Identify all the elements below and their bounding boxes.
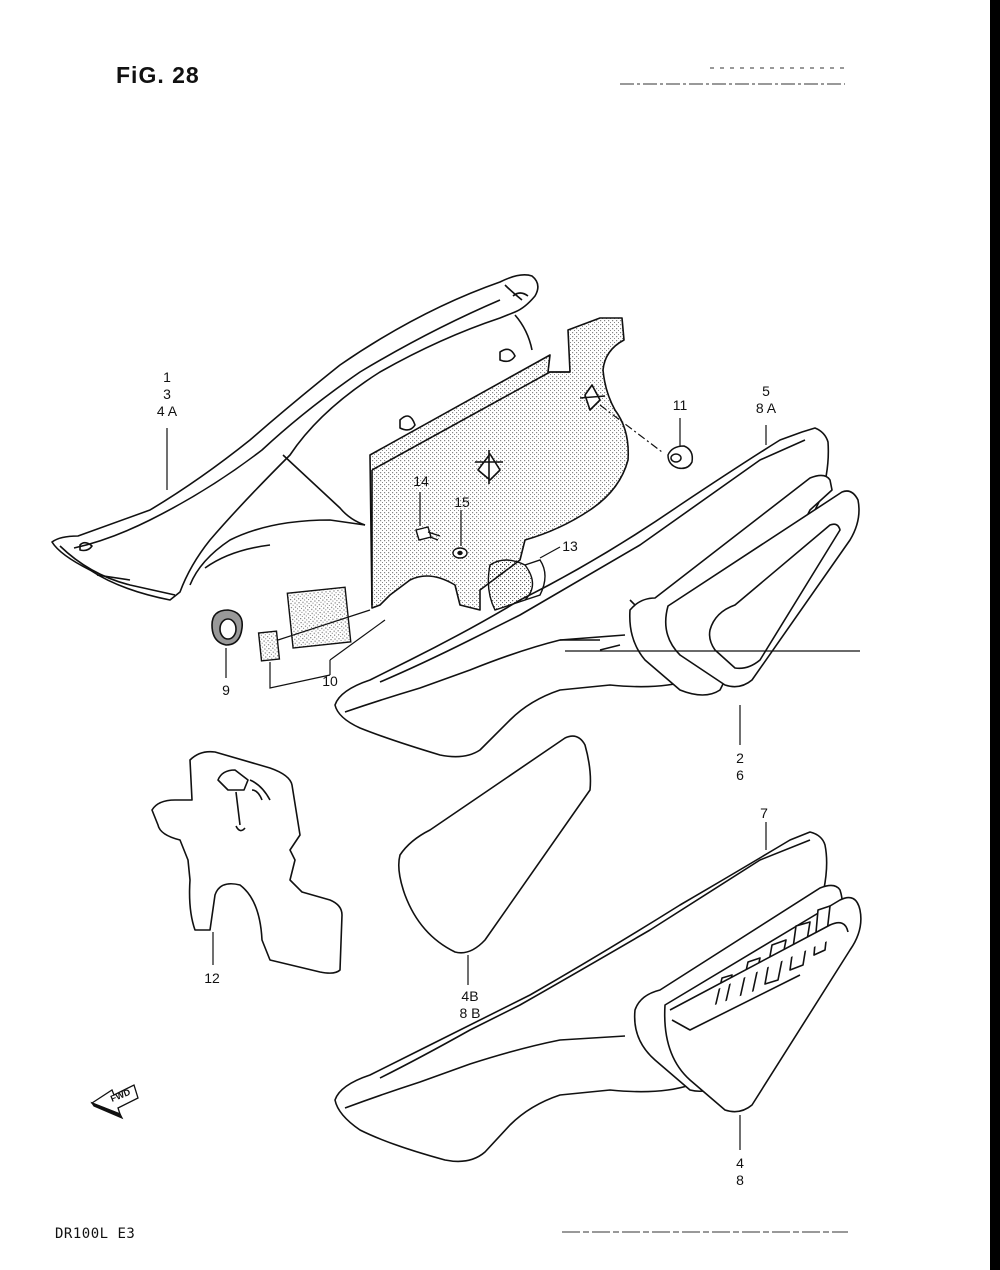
callout-line: 8 B <box>459 1005 481 1021</box>
callout-line: 12 <box>204 970 220 986</box>
callout-7: 7 <box>760 805 768 822</box>
callout-5-8a: 5 8 A <box>756 383 776 417</box>
callout-line: 10 <box>322 673 338 689</box>
screw-part-14 <box>415 492 441 541</box>
callout-13: 13 <box>562 538 578 555</box>
callout-line: 3 <box>163 386 171 402</box>
callout-line: 4B <box>461 988 479 1004</box>
callout-1-3-4a: 1 3 4 A <box>157 369 177 420</box>
cushion-part-13 <box>487 546 561 611</box>
callout-line: 9 <box>222 682 230 698</box>
forward-arrow-icon: FWD <box>90 1084 139 1120</box>
callout-line: 5 <box>762 383 770 399</box>
callout-line: 8 <box>736 1172 744 1188</box>
callout-line: 8 A <box>755 400 777 416</box>
callout-line: 2 <box>736 750 744 766</box>
washer-part-15 <box>452 510 468 559</box>
callout-line: 4 A <box>156 403 178 419</box>
gasket-plate-part-12 <box>151 750 343 974</box>
label-stickers-part-10 <box>257 586 386 689</box>
callout-line: 14 <box>413 473 429 489</box>
model-code: DR100L E3 <box>55 1226 136 1242</box>
callout-line: 4 <box>736 1155 744 1171</box>
callout-4b-8b: 4B 8 B <box>459 988 480 1022</box>
callout-11: 11 <box>673 397 688 414</box>
callout-12: 12 <box>204 970 220 987</box>
scan-edge <box>990 0 1000 1270</box>
grommet-part-9 <box>211 609 244 678</box>
callout-line: 13 <box>562 538 578 554</box>
callout-15: 15 <box>454 494 470 511</box>
callout-9: 9 <box>222 682 230 699</box>
inner-panel <box>369 317 630 611</box>
nut-part-11 <box>599 404 694 470</box>
emblem-part-4b <box>398 735 592 985</box>
callout-line: 1 <box>163 369 171 385</box>
callout-4-8: 4 8 <box>736 1155 744 1189</box>
figure-title: FiG. 28 <box>116 62 200 88</box>
frame-cover-part-1 <box>51 274 539 601</box>
callout-10: 10 <box>322 673 338 690</box>
callout-line: 15 <box>454 494 470 510</box>
badge-part-2 <box>628 425 860 745</box>
callout-line: 7 <box>760 805 768 821</box>
stripe-badge-part-4 <box>633 884 862 1150</box>
callout-14: 14 <box>413 473 429 490</box>
callout-line: 6 <box>736 767 744 783</box>
callout-line: 11 <box>672 397 688 413</box>
header-rules <box>562 67 848 1233</box>
callout-2-6: 2 6 <box>736 750 744 784</box>
